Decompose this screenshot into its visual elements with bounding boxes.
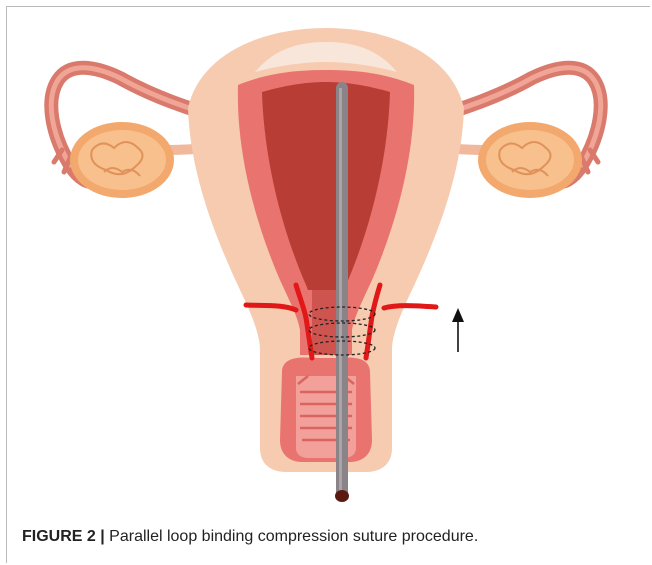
figure-caption: FIGURE 2 | Parallel loop binding compres… [22,528,478,546]
arrow-up-icon [452,308,464,352]
rod-instrument [335,82,349,502]
uterus-diagram [0,0,652,520]
caption-text: Parallel loop binding compression suture… [105,528,479,545]
caption-label: FIGURE 2 | [22,528,105,545]
